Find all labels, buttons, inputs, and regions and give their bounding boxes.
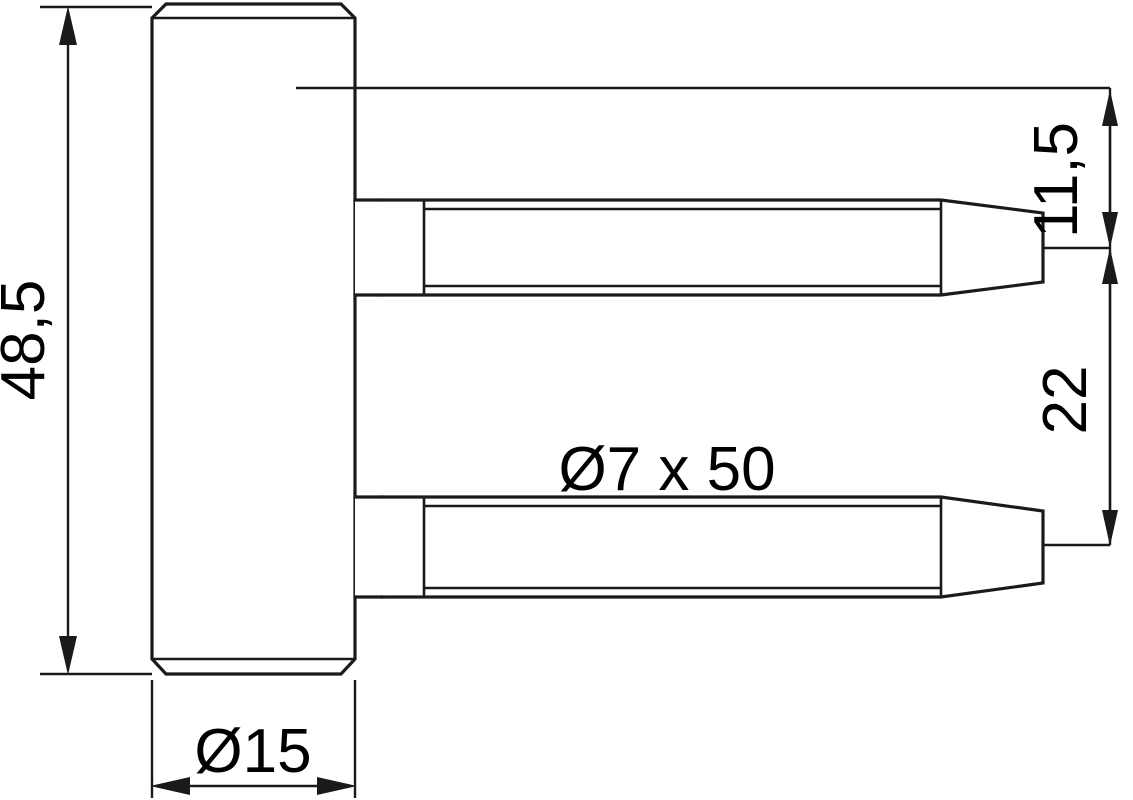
upper-pin <box>353 198 1045 297</box>
body-outline <box>150 2 357 676</box>
dimension-upper-offset: 11,5 <box>1022 90 1118 248</box>
lower-pin <box>353 495 1045 599</box>
dimension-pin-spacing: 22 <box>1031 248 1118 546</box>
dim-label-11-5: 11,5 <box>1022 122 1091 238</box>
arrow-head-15-right <box>317 777 357 795</box>
pin-spec-label-group: Ø7 x 50 <box>558 435 775 504</box>
pin-spec-label: Ø7 x 50 <box>558 435 775 504</box>
arrow-head-22-top <box>1102 248 1118 284</box>
dimension-body-width: Ø15 <box>150 717 357 795</box>
arrow-head-22-bottom <box>1102 510 1118 546</box>
dimension-overall-height: 48,5 <box>0 6 77 675</box>
arrow-head-15-left <box>150 777 190 795</box>
arrow-head-11-5-top <box>1102 90 1118 126</box>
arrow-head-48-5-bottom <box>59 636 77 675</box>
dim-label-48-5: 48,5 <box>0 280 58 401</box>
dim-label-15: Ø15 <box>194 717 311 786</box>
upper-pin-shank <box>380 198 1045 297</box>
arrow-head-11-5-bottom <box>1102 212 1118 248</box>
dim-label-22: 22 <box>1031 366 1100 435</box>
lower-pin-shank <box>380 495 1045 599</box>
hinge-barrel-body <box>150 2 357 676</box>
arrow-head-48-5-top <box>59 6 77 45</box>
